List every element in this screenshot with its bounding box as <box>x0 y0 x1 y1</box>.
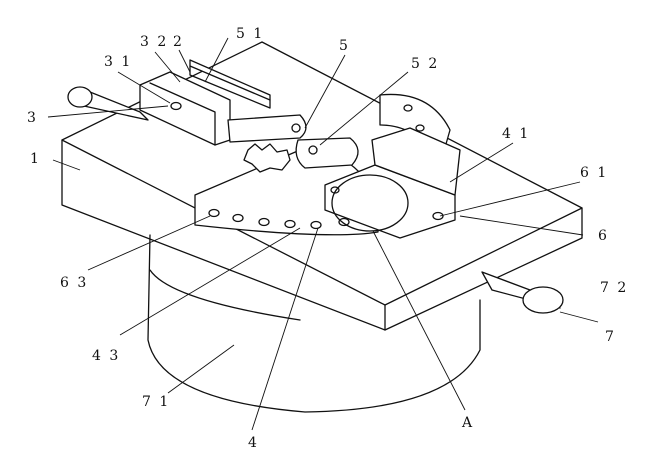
label-32: 3 2 <box>140 34 168 50</box>
label-4: 4 <box>248 435 259 451</box>
label-a: A <box>461 415 474 431</box>
leader-lines <box>47 37 599 431</box>
right-handle <box>481 271 564 314</box>
label-5: 5 <box>339 38 350 54</box>
part-labels: 1 2 3 3 1 3 2 4 4 1 4 3 5 5 1 5 2 6 6 1 … <box>27 26 628 451</box>
label-61: 6 1 <box>580 165 608 181</box>
gear-arm <box>227 114 359 173</box>
label-7: 7 <box>605 329 616 345</box>
label-1: 1 <box>30 151 41 167</box>
label-41: 4 1 <box>502 126 530 142</box>
label-3: 3 <box>27 110 38 126</box>
label-52: 5 2 <box>411 56 439 72</box>
label-51: 5 1 <box>236 26 264 42</box>
label-72: 7 2 <box>600 280 628 296</box>
label-63: 6 3 <box>60 275 88 291</box>
rear-rail <box>189 59 271 109</box>
cylinder-base <box>147 234 481 413</box>
label-6: 6 <box>598 228 609 244</box>
label-43: 4 3 <box>92 348 120 364</box>
left-handle <box>67 86 149 121</box>
detail-circle-a <box>331 174 409 232</box>
right-clamp-block <box>324 127 461 239</box>
label-71: 7 1 <box>142 394 170 410</box>
label-31: 3 1 <box>104 54 132 70</box>
label-2: 2 <box>173 34 184 50</box>
